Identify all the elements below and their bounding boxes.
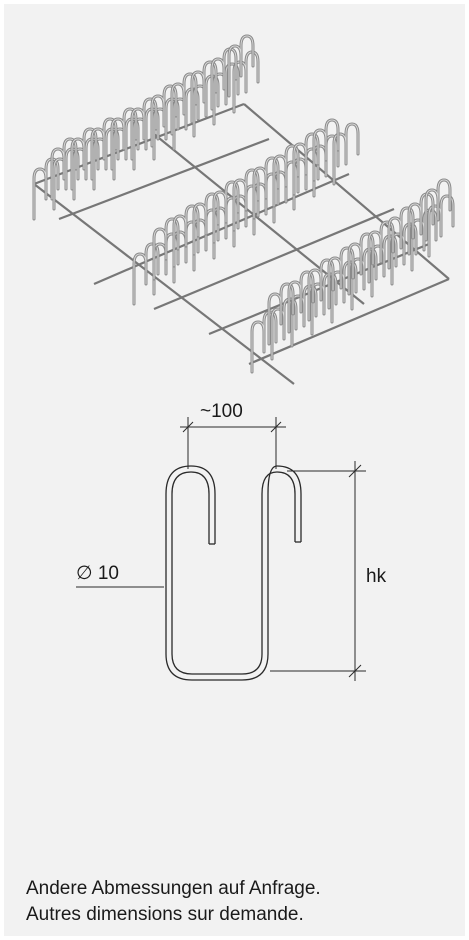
height-dimension — [270, 461, 366, 681]
hairpin-dimension-drawing — [76, 417, 366, 681]
hairpin-row-3 — [250, 178, 455, 374]
note-german: Andere Abmessungen auf Anfrage. — [26, 878, 321, 899]
width-dimension-label: ~100 — [200, 401, 243, 422]
width-dimension — [180, 417, 286, 469]
diagram-panel: ~100 ∅ 10 hk Andere Abmessungen auf Anfr… — [4, 4, 465, 936]
availability-note: Andere Abmessungen auf Anfrage. Autres d… — [26, 876, 321, 928]
height-dimension-label: hk — [366, 566, 387, 587]
hairpin-outline — [165, 465, 302, 681]
rebar-cage-illustration — [32, 34, 455, 385]
longitudinal-bars — [33, 102, 450, 385]
note-french: Autres dimensions sur demande. — [26, 904, 304, 925]
diameter-label: ∅ 10 — [76, 563, 119, 584]
